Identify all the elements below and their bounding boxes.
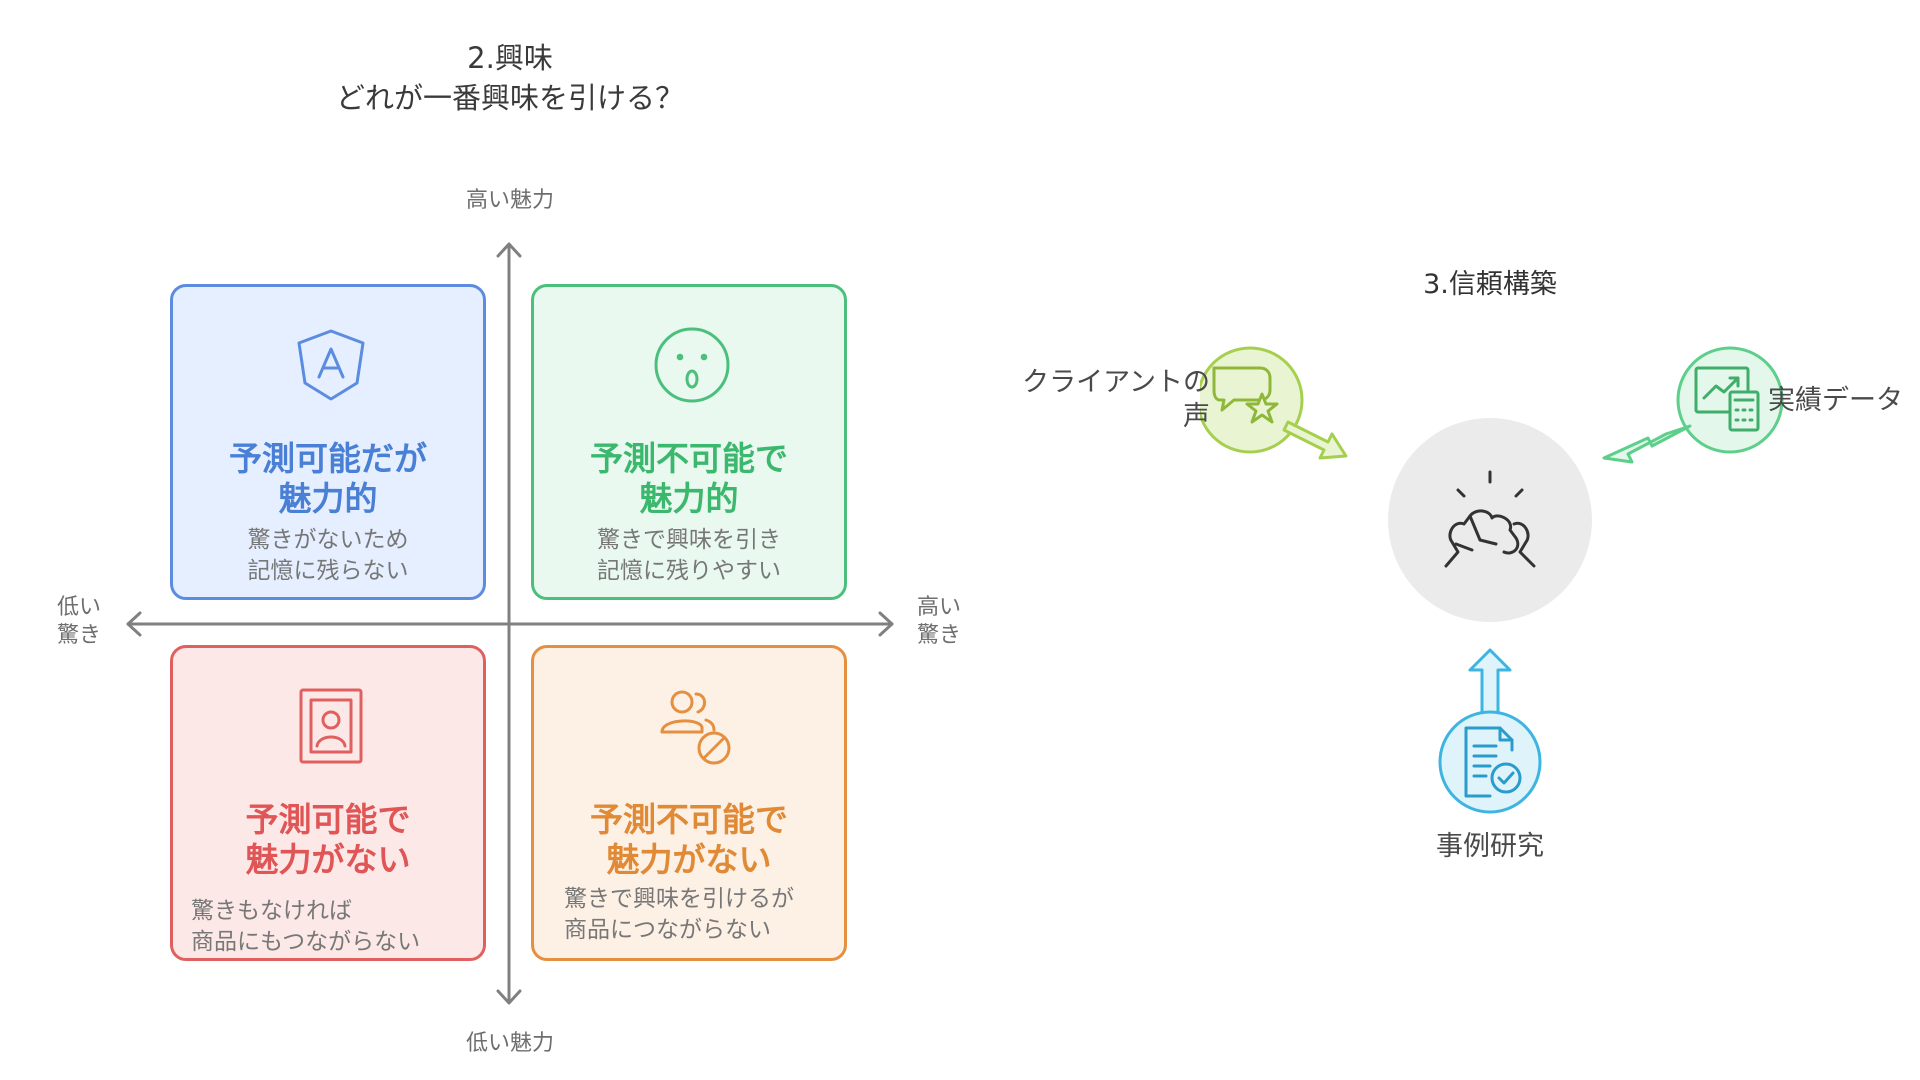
- axis-label-low-surprise-line1: 低い: [56, 595, 101, 620]
- axis-label-high-appeal: 高い魅力: [465, 188, 554, 213]
- performance-data-label: 実績データ: [1768, 385, 1903, 416]
- quadrant-desc-line1: 驚きで興味を引けるが: [564, 886, 794, 912]
- client-voice-label-line2: 声: [1183, 401, 1210, 432]
- vertical-axis-arrow-down: [496, 989, 522, 1005]
- handshake-icon: [1444, 470, 1536, 568]
- users-blocked-icon: [660, 690, 731, 765]
- client-voice-label-line1: クライアントの: [1022, 367, 1210, 398]
- quadrant-title: 予測可能だが 魅力的: [173, 439, 483, 519]
- vertical-axis-arrow-up: [496, 242, 522, 258]
- quadrant-desc-line2: 商品にもつながらない: [191, 929, 421, 955]
- axis-label-high-surprise: 高い 驚き: [904, 594, 974, 650]
- horizontal-axis-arrow-left: [126, 611, 142, 637]
- quadrant-desc-line1: 驚きがないため: [247, 527, 409, 553]
- axis-label-low-appeal: 低い魅力: [465, 1031, 554, 1056]
- document-check-icon: [1464, 726, 1522, 798]
- surprised-face-icon: [654, 327, 730, 403]
- matrix-axes: [126, 242, 894, 1005]
- axis-label-high-surprise-line1: 高い: [916, 595, 961, 620]
- client-voice-arrow: [1282, 420, 1348, 460]
- section2-title-line2: どれが一番興味を引ける？: [335, 81, 684, 115]
- performance-data-arrow: [1602, 424, 1692, 464]
- case-study-label: 事例研究: [1436, 831, 1544, 862]
- quadrant-desc-line1: 驚きで興味を引き: [597, 527, 781, 553]
- trust-center-circle: [1388, 418, 1592, 622]
- quadrant-description: 驚きがないため 記憶に残らない: [173, 525, 483, 587]
- performance-data-node: [1602, 346, 1784, 464]
- quadrant-title-line2: 魅力がない: [245, 840, 411, 879]
- chart-calculator-icon: [1694, 366, 1760, 432]
- section3-title: 3.信頼構築: [1423, 269, 1557, 300]
- quadrant-predictable-unappealing: 予測可能で 魅力がない 驚きもなければ 商品にもつながらない: [170, 645, 486, 961]
- quadrant-title-line1: 予測不可能で: [590, 439, 788, 478]
- angular-shield-icon: [297, 329, 365, 401]
- quadrant-title-line2: 魅力がない: [606, 840, 772, 879]
- axis-label-low-surprise-line2: 驚き: [56, 623, 101, 648]
- quadrant-description: 驚きもなければ 商品にもつながらない: [191, 896, 483, 958]
- quadrant-unpredictable-unappealing: 予測不可能で 魅力がない 驚きで興味を引けるが 商品につながらない: [531, 645, 847, 961]
- quadrant-predictable-appealing: 予測可能だが 魅力的 驚きがないため 記憶に残らない: [170, 284, 486, 600]
- quadrant-title-line2: 魅力的: [639, 479, 739, 518]
- quadrant-title-line1: 予測可能で: [245, 800, 411, 839]
- horizontal-axis-arrow-right: [878, 611, 894, 637]
- client-voice-node: [1200, 346, 1348, 460]
- section2-title: 2.興味 どれが一番興味を引ける？: [260, 38, 760, 118]
- section2-title-line1: 2.興味: [467, 41, 553, 75]
- trust-diagram: [1200, 346, 1784, 814]
- quadrant-title: 予測不可能で 魅力的: [534, 439, 844, 519]
- quadrant-title-line1: 予測可能だが: [229, 439, 427, 478]
- quadrant-description: 驚きで興味を引けるが 商品につながらない: [564, 884, 844, 946]
- quadrant-unpredictable-appealing: 予測不可能で 魅力的 驚きで興味を引き 記憶に残りやすい: [531, 284, 847, 600]
- client-voice-label: クライアントの 声: [1010, 366, 1210, 434]
- quadrant-title: 予測不可能で 魅力がない: [534, 800, 844, 880]
- case-study-node: [1438, 648, 1542, 814]
- quadrant-title-line2: 魅力的: [278, 479, 378, 518]
- quadrant-desc-line1: 驚きもなければ: [191, 898, 352, 924]
- axis-label-low-surprise: 低い 驚き: [44, 594, 114, 650]
- quadrant-title-line1: 予測不可能で: [590, 800, 788, 839]
- quadrant-desc-line2: 商品につながらない: [564, 917, 771, 943]
- quadrant-description: 驚きで興味を引き 記憶に残りやすい: [534, 525, 844, 587]
- portrait-frame-icon: [299, 688, 363, 764]
- quadrant-title: 予測可能で 魅力がない: [173, 800, 483, 880]
- axis-label-high-surprise-line2: 驚き: [916, 623, 961, 648]
- quadrant-desc-line2: 記憶に残らない: [247, 558, 409, 584]
- quadrant-desc-line2: 記憶に残りやすい: [597, 558, 781, 584]
- chat-star-icon: [1212, 366, 1279, 424]
